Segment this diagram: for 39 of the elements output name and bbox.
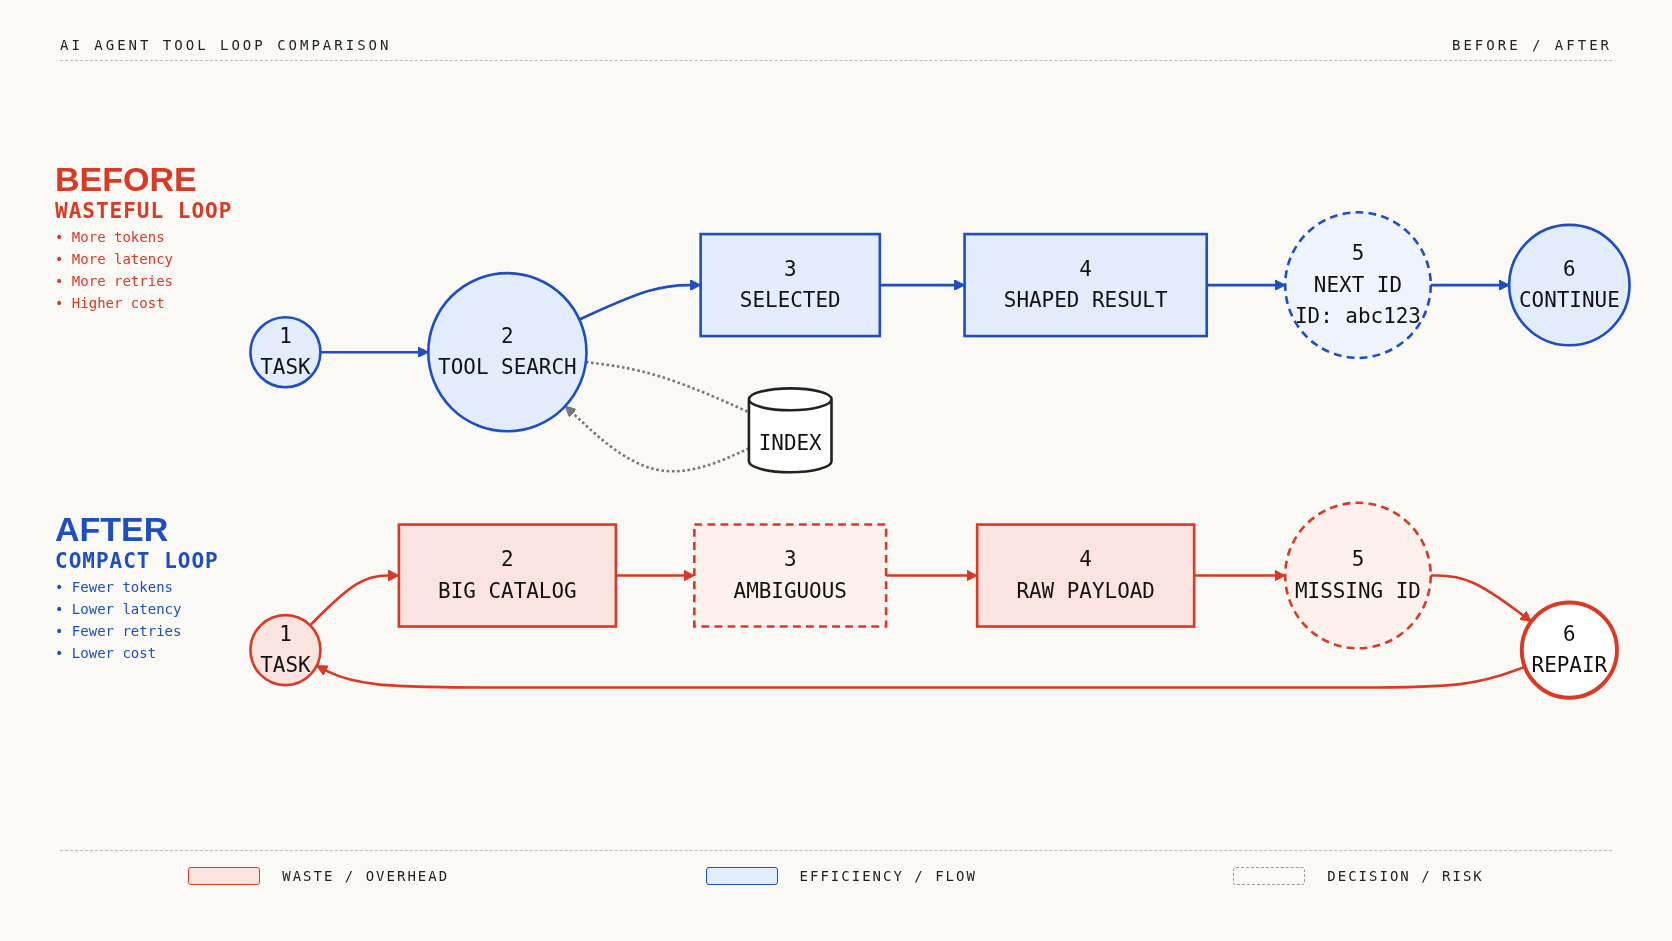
arrow — [1194, 569, 1286, 582]
arrow — [1430, 574, 1532, 623]
node-box: 2 BIG CATALOG — [397, 523, 618, 628]
section-heading: AFTER — [55, 510, 170, 549]
arrow — [886, 569, 978, 582]
bullet-item: • More latency — [55, 251, 174, 267]
legend-label: WASTE / OVERHEAD — [282, 868, 450, 884]
section-subheading: COMPACT LOOP — [55, 549, 220, 573]
diagram-title: AI AGENT TOOL LOOP COMPARISON — [60, 37, 392, 53]
header-label: BEFORE / AFTER — [1452, 37, 1612, 53]
node-circle: 1 TASK — [249, 315, 322, 389]
node-circle: 6 CONTINUE — [1507, 223, 1631, 347]
node-circle: 1 TASK — [249, 613, 322, 687]
bullet-item: • Lower latency — [55, 601, 183, 617]
bullet-item: • Fewer retries — [55, 623, 183, 639]
bullet-item: • More retries — [55, 273, 174, 289]
node-box: 3 SELECTED — [699, 232, 882, 338]
bullet-item: • More tokens — [55, 229, 166, 245]
node-box: 3 AMBIGUOUS — [693, 523, 888, 628]
arrow — [615, 569, 695, 582]
node-circle: 2 TOOL SEARCH — [427, 271, 588, 433]
arrow — [564, 405, 750, 473]
arrow — [320, 346, 429, 358]
arrow — [1206, 279, 1286, 291]
arrow — [316, 665, 1526, 689]
node-circle: 6 REPAIR — [1519, 600, 1619, 700]
bullet-item: • Fewer tokens — [55, 579, 174, 595]
legend-label: EFFICIENCY / FLOW — [799, 868, 977, 884]
bullet-item: • Higher cost — [55, 295, 166, 311]
arrow — [1430, 279, 1510, 291]
section-subheading: WASTEFUL LOOP — [55, 199, 234, 223]
node-circle: 5 NEXT ID ID: abc123 — [1283, 211, 1433, 360]
section-heading: BEFORE — [55, 160, 198, 199]
bullet-item: • Lower cost — [55, 645, 158, 661]
connector — [585, 360, 750, 414]
legend-label: DECISION / RISK — [1327, 868, 1484, 884]
node-circle: 5 MISSING ID — [1283, 501, 1433, 650]
node-box: 4 RAW PAYLOAD — [975, 523, 1196, 628]
node-box: 4 SHAPED RESULT — [963, 232, 1209, 338]
